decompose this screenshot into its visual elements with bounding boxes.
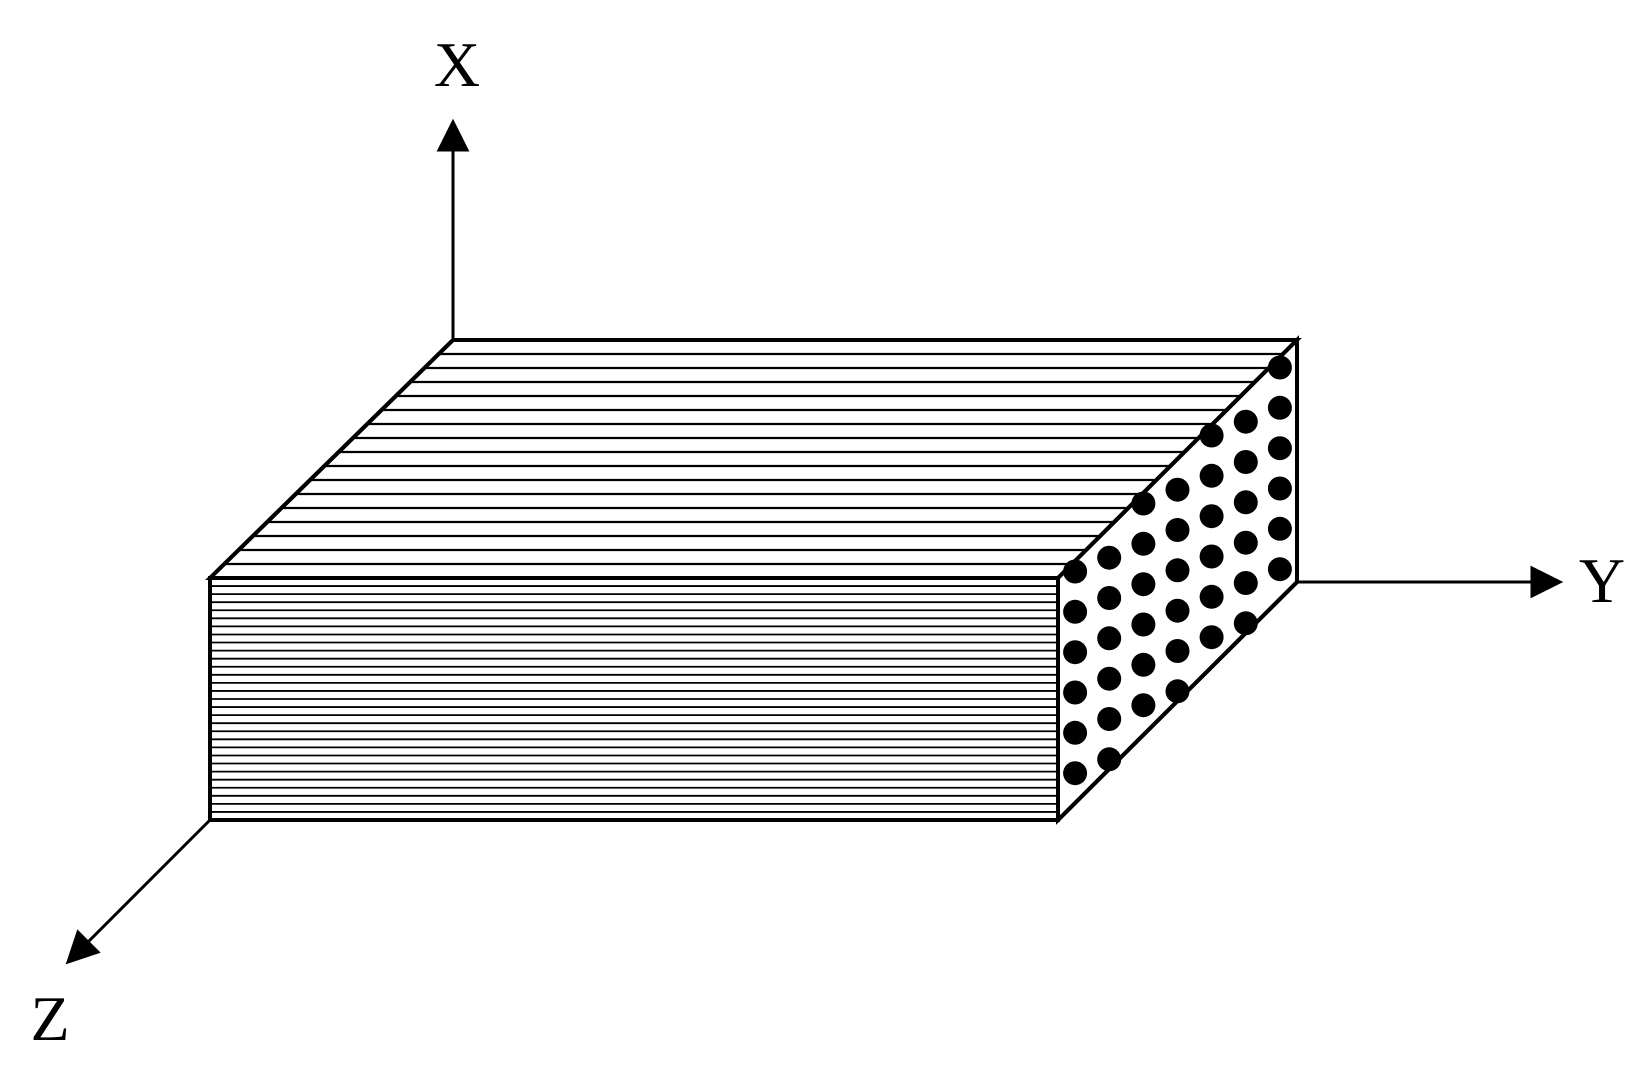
fiber-cross-section-dot xyxy=(1233,409,1258,434)
fiber-cross-section-dot xyxy=(1131,572,1156,597)
fiber-cross-section-dot xyxy=(1063,761,1088,786)
fiber-cross-section-dot xyxy=(1267,516,1292,541)
fiber-cross-section-dot xyxy=(1131,612,1156,637)
x-axis-label: X xyxy=(434,29,480,100)
fiber-cross-section-dot xyxy=(1097,545,1122,570)
fiber-cross-section-dot xyxy=(1199,463,1224,488)
y-axis-label: Y xyxy=(1579,545,1625,616)
fiber-cross-section-dot xyxy=(1233,490,1258,515)
fiber-cross-section-dot xyxy=(1199,584,1224,609)
side-face-fiber-dots xyxy=(1063,355,1292,786)
fiber-cross-section-dot xyxy=(1097,666,1122,691)
fiber-cross-section-dot xyxy=(1267,476,1292,501)
composite-block xyxy=(205,335,1302,825)
fiber-cross-section-dot xyxy=(1131,652,1156,677)
fiber-cross-section-dot xyxy=(1097,707,1122,731)
fiber-cross-section-dot xyxy=(1165,477,1190,502)
fiber-cross-section-dot xyxy=(1097,586,1122,610)
fiber-cross-section-dot xyxy=(1199,544,1224,569)
fiber-cross-section-dot xyxy=(1233,450,1258,474)
fiber-cross-section-dot xyxy=(1063,599,1088,624)
z-axis-arrow xyxy=(65,818,212,965)
fiber-cross-section-dot xyxy=(1165,558,1190,583)
block-outline xyxy=(208,338,1299,822)
z-axis-label: Z xyxy=(30,983,69,1054)
fiber-cross-section-dot xyxy=(1097,626,1122,651)
fiber-cross-section-dot xyxy=(1267,557,1292,582)
fiber-cross-section-dot xyxy=(1233,530,1258,555)
top-right-edge xyxy=(1056,338,1299,580)
fiber-cross-section-dot xyxy=(1131,693,1156,718)
fiber-cross-section-dot xyxy=(1063,720,1088,745)
fiber-cross-section-dot xyxy=(1267,436,1292,461)
fiber-cross-section-dot xyxy=(1165,598,1190,623)
fiber-cross-section-dot xyxy=(1131,531,1156,556)
fiber-cross-section-dot xyxy=(1165,518,1190,542)
fiber-cross-section-dot xyxy=(1063,640,1088,665)
fiber-cross-section-dot xyxy=(1165,639,1190,663)
fiber-cross-section-dot xyxy=(1063,680,1088,705)
fiber-cross-section-dot xyxy=(1267,395,1292,420)
front-face-fiber-lines xyxy=(210,585,1058,813)
top-face-fiber-lines xyxy=(224,352,1283,566)
fiber-cross-section-dot xyxy=(1199,625,1224,650)
coordinate-axes: X Y Z xyxy=(30,29,1625,1054)
fiber-cross-section-dot xyxy=(1199,504,1224,529)
fiber-cross-section-dot xyxy=(1233,571,1258,595)
